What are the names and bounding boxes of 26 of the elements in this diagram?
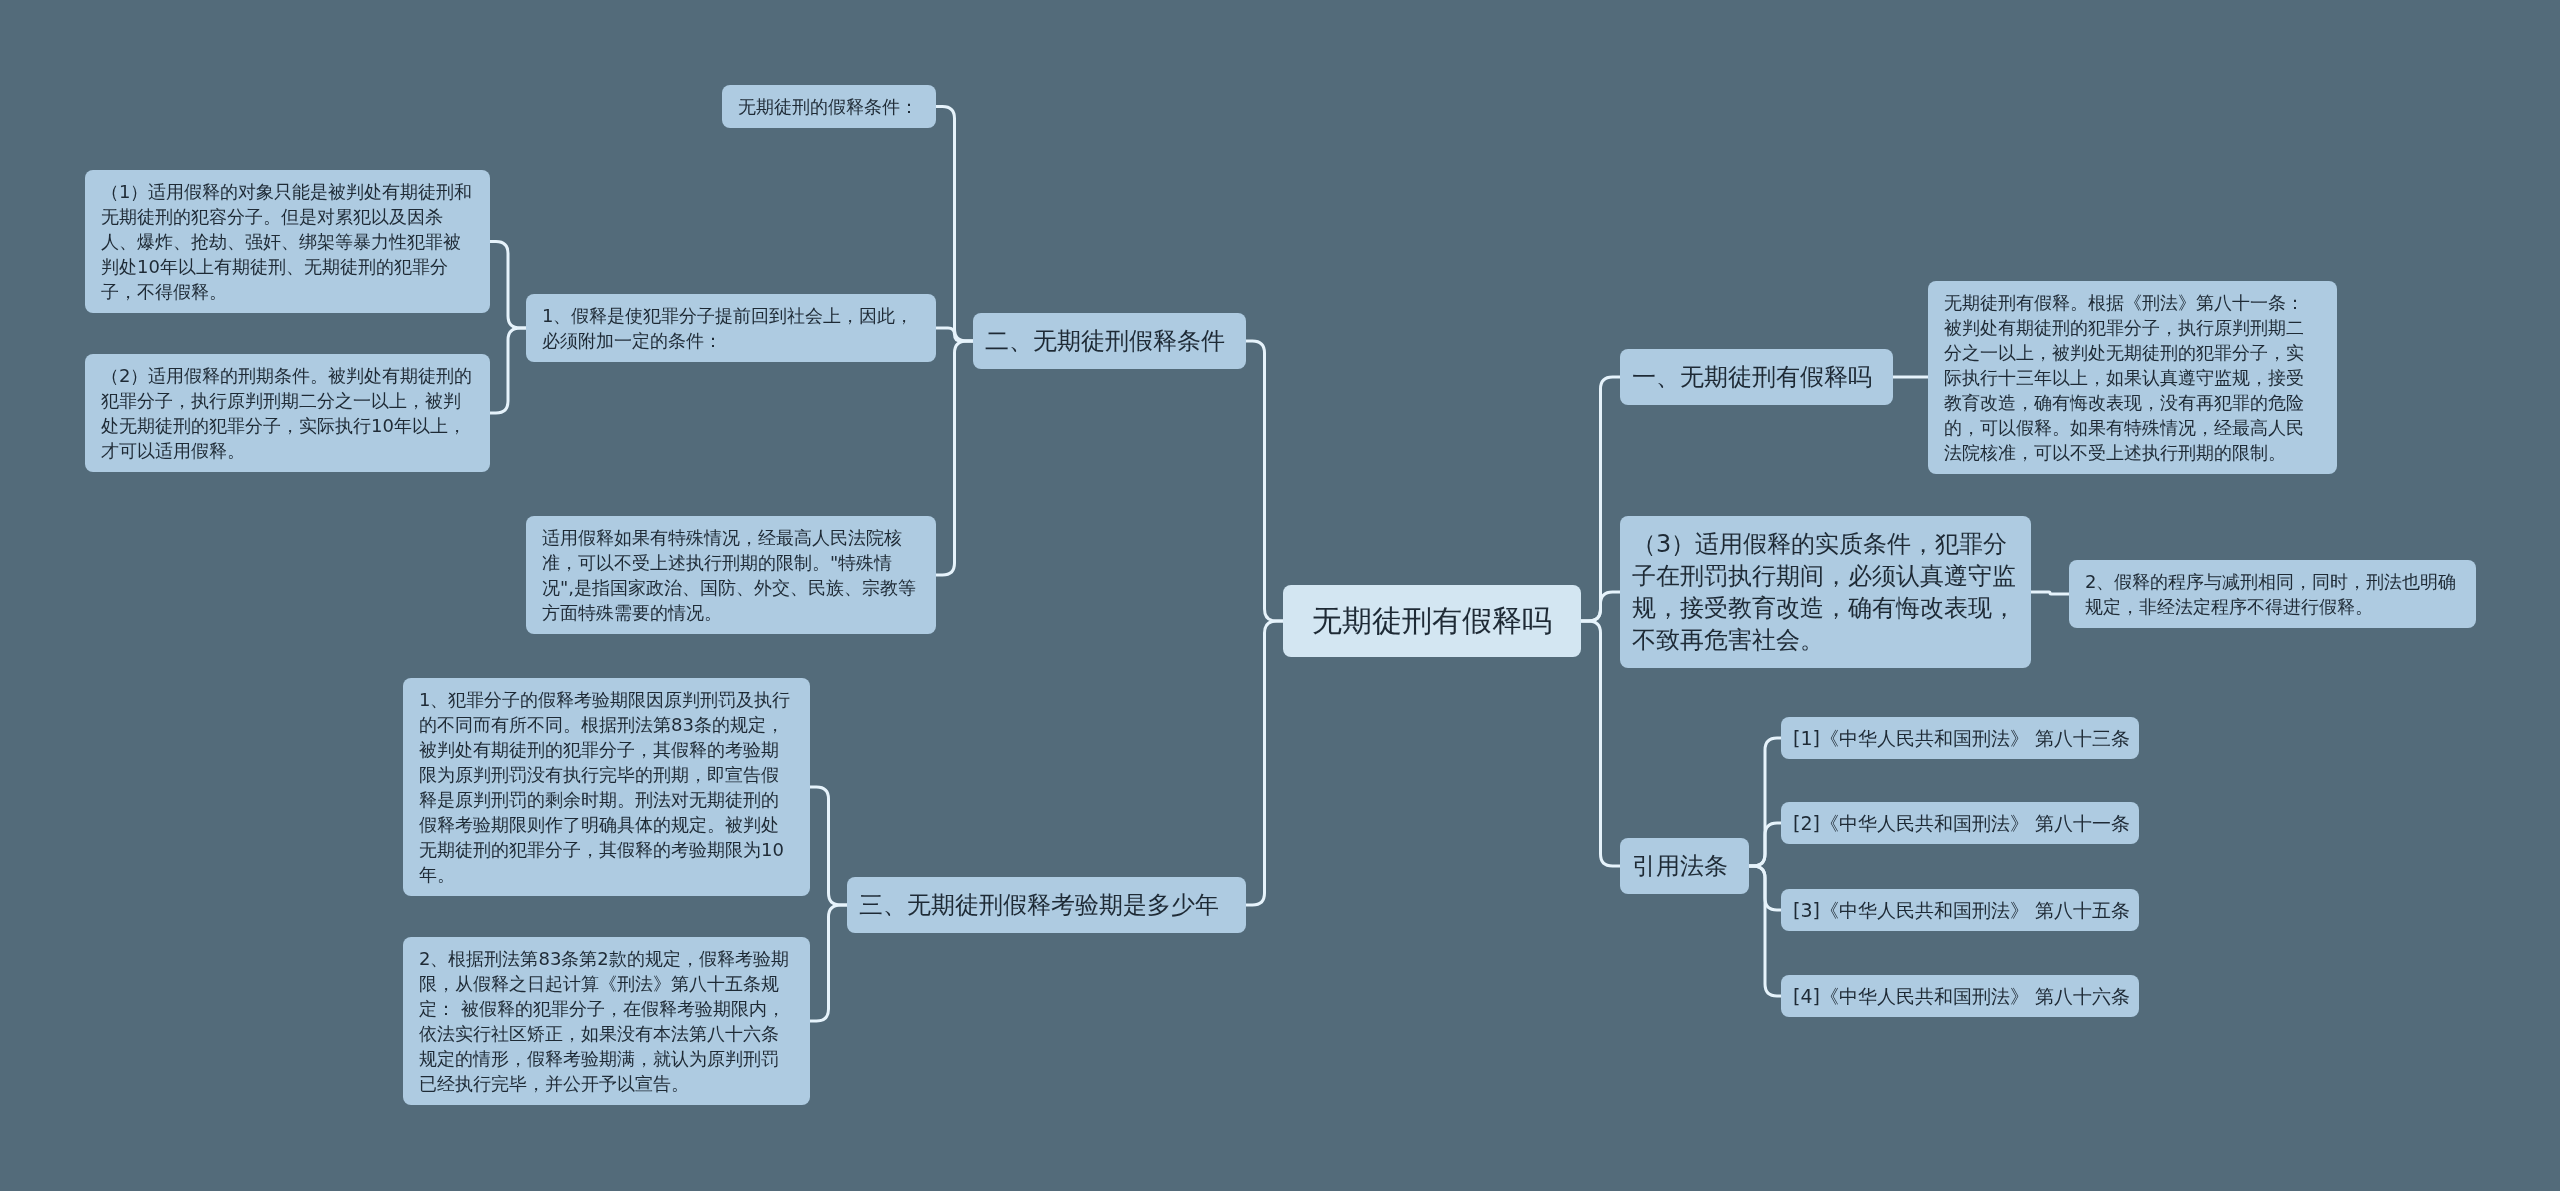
topic-box: （3）适用假释的实质条件，犯罪分子在刑罚执行期间，必须认真遵守监规，接受教育改造，确有悔改表现，不致再危害社会。 — [1620, 516, 2031, 668]
note-box: 适用假释如果有特殊情况，经最高人民法院核准，可以不受上述执行刑期的限制。"特殊情况",是指国家政治、国防、外交、民族、宗教等方面特殊需要的情况。 — [526, 516, 936, 634]
connector-line — [490, 326, 526, 415]
citation-box: [3]《中华人民共和国刑法》 第八十五条 — [1781, 889, 2139, 931]
topic-box: 一、无期徒刑有假释吗 — [1620, 349, 1893, 405]
topic-box: 二、无期徒刑假释条件 — [973, 313, 1246, 369]
note-box: （2）适用假释的刑期条件。被判处有期徒刑的犯罪分子，执行原判刑期二分之一以上，被判处无期徒刑的犯罪分子，实际执行10年以上，才可以适用假释。 — [85, 354, 490, 472]
citation-box: [4]《中华人民共和国刑法》 第八十六条 — [1781, 975, 2139, 1017]
topic-box: 引用法条 — [1620, 838, 1749, 894]
note-box: 1、犯罪分子的假释考验期限因原判刑罚及执行的不同而有所不同。根据刑法第83条的规定，被判处有期徒刑的犯罪分子，其假释的考验期限为原判刑罚没有执行完毕的刑期，即宣告假释是原判刑罚的剩余时期。刑法对无期徒刑的假释考验期限则作了明确具体的规定。被判处无期徒刑的犯罪分子，其假释的考验期限为10年。 — [403, 678, 810, 896]
note-box: 无期徒刑的假释条件： — [722, 85, 936, 128]
note-box: 2、根据刑法第83条第2款的规定，假释考验期限，从假释之日起计算《刑法》第八十五条规定： 被假释的犯罪分子，在假释考验期限内，依法实行社区矫正，如果没有本法第八十六条规定的情形，假释考验期满，就认为原判刑罚已经执行完毕，并公开予以宣告。 — [403, 937, 810, 1105]
topic-box: 三、无期徒刑假释考验期是多少年 — [847, 877, 1246, 933]
citation-box: [1]《中华人民共和国刑法》 第八十三条 — [1781, 717, 2139, 759]
connector-line — [936, 339, 973, 577]
connector-line — [1246, 619, 1283, 907]
connector-line — [1581, 619, 1620, 868]
note-box: （1）适用假释的对象只能是被判处有期徒刑和无期徒刑的犯容分子。但是对累犯以及因杀人、爆炸、抢劫、强奸、绑架等暴力性犯罪被判处10年以上有期徒刑、无期徒刑的犯罪分子，不得假释。 — [85, 170, 490, 313]
connector-line — [2031, 590, 2069, 596]
note-box: 2、假释的程序与减刑相同，同时，刑法也明确规定，非经法定程序不得进行假释。 — [2069, 560, 2476, 628]
citation-box: [2]《中华人民共和国刑法》 第八十一条 — [1781, 802, 2139, 844]
connector-line — [1893, 375, 1928, 379]
note-box: 1、假释是使犯罪分子提前回到社会上，因此，必须附加一定的条件： — [526, 294, 936, 362]
note-box: 无期徒刑有假释。根据《刑法》第八十一条：被判处有期徒刑的犯罪分子，执行原判刑期二分之一以上，被判处无期徒刑的犯罪分子，实际执行十三年以上，如果认真遵守监规，接受教育改造，确有悔改表现，没有再犯罪的危险的，可以假释。如果有特殊情况，经最高人民法院核准，可以不受上述执行刑期的限制。 — [1928, 281, 2337, 474]
connector-line — [810, 903, 847, 1023]
root-topic-box: 无期徒刑有假释吗 — [1283, 585, 1581, 657]
